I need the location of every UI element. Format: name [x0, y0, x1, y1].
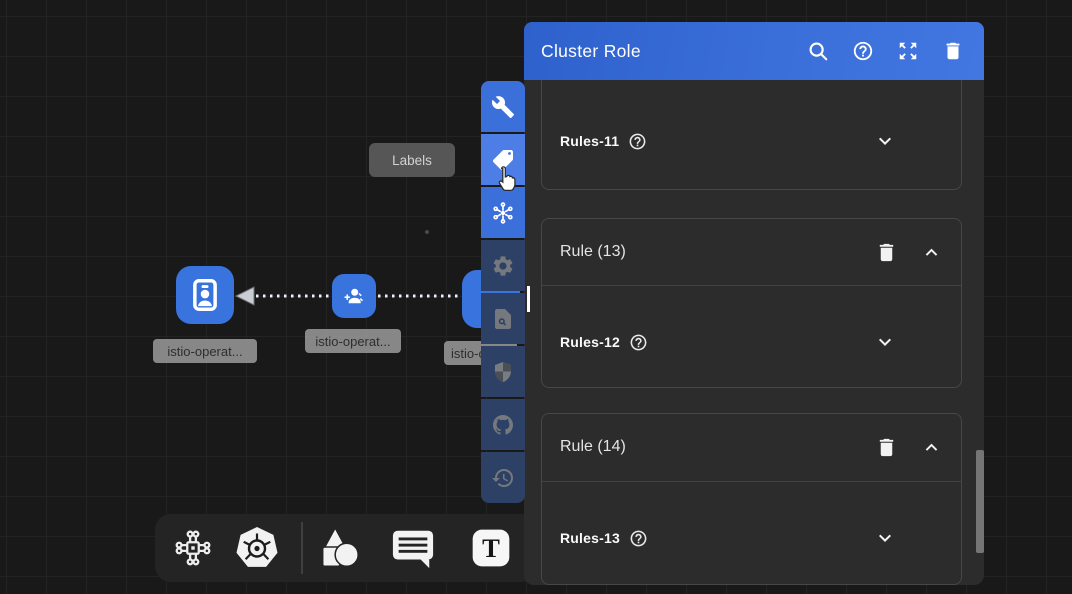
arrowhead — [234, 286, 255, 306]
rule-header[interactable]: Rule (13) — [542, 219, 961, 285]
rules-row[interactable]: Rules-13 — [542, 513, 961, 563]
doc-search-icon — [491, 307, 515, 331]
rules-label: Rules-12 — [560, 334, 620, 350]
rules-row[interactable]: Rules-12 — [542, 317, 961, 367]
github-button[interactable] — [481, 399, 525, 450]
shapes-icon[interactable] — [315, 524, 363, 572]
rule-card: Rule (13) Rules-12 — [541, 218, 962, 388]
panel-title: Cluster Role — [541, 40, 641, 61]
help-icon[interactable] — [628, 132, 647, 151]
panel-scrollbar[interactable] — [976, 450, 984, 553]
help-icon[interactable] — [629, 529, 648, 548]
chevron-up-icon[interactable] — [920, 436, 943, 459]
security-button[interactable] — [481, 346, 525, 397]
panel-header: Cluster Role — [524, 22, 984, 80]
chevron-up-icon[interactable] — [920, 241, 943, 264]
rule-title: Rule (14) — [560, 438, 626, 455]
divider — [542, 285, 961, 286]
svg-text:T: T — [482, 533, 500, 563]
badge-icon — [186, 276, 224, 314]
rule-card-partial: Rules-11 — [541, 80, 962, 190]
divider — [542, 481, 961, 482]
history-icon — [491, 466, 515, 490]
panel-body: Rules-11 Rule (13) — [524, 80, 984, 585]
labels-button[interactable] — [481, 134, 525, 185]
trash-icon[interactable] — [875, 241, 898, 264]
kubernetes-icon[interactable] — [233, 524, 281, 572]
trash-icon[interactable] — [875, 436, 898, 459]
node-label: istio-operat... — [153, 339, 257, 363]
help-icon[interactable] — [852, 40, 874, 62]
gear-icon — [491, 254, 515, 278]
person-add-icon — [340, 282, 368, 310]
shield-icon — [491, 360, 515, 384]
github-icon — [491, 413, 515, 437]
settings-button[interactable] — [481, 240, 525, 291]
help-icon[interactable] — [629, 333, 648, 352]
mesh-button[interactable] — [481, 187, 525, 238]
tag-icon — [491, 148, 515, 172]
comment-icon[interactable] — [389, 524, 437, 572]
chevron-down-icon[interactable] — [873, 526, 897, 550]
rule-header[interactable]: Rule (14) — [542, 414, 961, 480]
chevron-down-icon[interactable] — [873, 330, 897, 354]
search-icon[interactable] — [807, 40, 829, 62]
side-toolbar — [481, 81, 525, 503]
rules-row[interactable]: Rules-11 — [542, 116, 961, 166]
bottom-toolbar: T — [155, 514, 537, 582]
rule-title: Rule (13) — [560, 243, 626, 260]
labels-tooltip: Labels — [369, 143, 455, 177]
node-cluster-role[interactable] — [176, 266, 234, 324]
node-cluster-role-binding[interactable] — [332, 274, 376, 318]
rules-label: Rules-13 — [560, 530, 620, 546]
toolbar-divider — [301, 522, 303, 574]
text-caret — [527, 286, 530, 312]
text-icon[interactable]: T — [467, 524, 515, 572]
wrench-icon — [491, 95, 515, 119]
pattern-icon[interactable] — [169, 524, 217, 572]
history-button[interactable] — [481, 452, 525, 503]
cluster-role-panel: Cluster Role Rules-11 — [524, 22, 984, 585]
chevron-down-icon[interactable] — [873, 129, 897, 153]
canvas-dot — [425, 230, 429, 234]
tools-button[interactable] — [481, 81, 525, 132]
snowflake-icon — [491, 201, 515, 225]
expand-icon[interactable] — [897, 40, 919, 62]
validate-button[interactable] — [481, 293, 525, 344]
rule-card: Rule (14) Rules-13 — [541, 413, 962, 585]
rules-label: Rules-11 — [560, 133, 620, 149]
node-label: istio-operat... — [305, 329, 401, 353]
tooltip-text: Labels — [392, 152, 432, 168]
delete-icon[interactable] — [942, 40, 964, 62]
